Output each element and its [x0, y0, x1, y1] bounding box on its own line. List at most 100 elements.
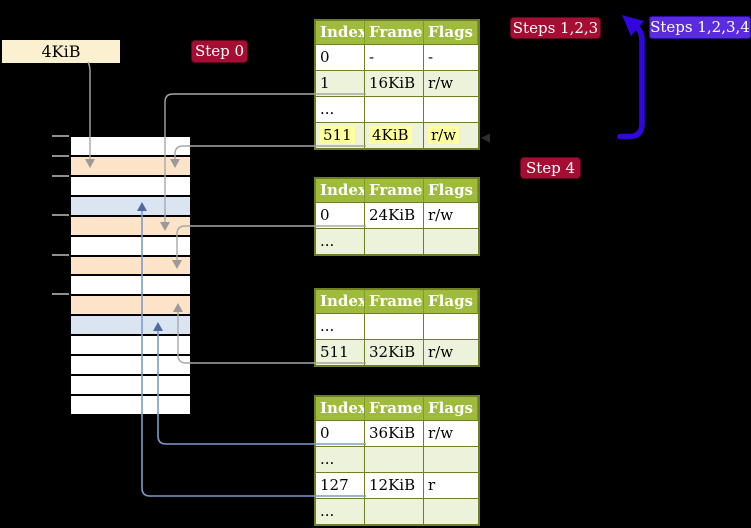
address-tick [52, 214, 69, 216]
cell-index: ... [316, 97, 365, 122]
cell-index: ... [316, 314, 365, 339]
table-row: 0 - - [316, 44, 478, 70]
memory-row [71, 196, 190, 217]
memory-row [71, 336, 190, 357]
cell-frame [365, 314, 424, 339]
table-row: ... [316, 96, 478, 122]
header-frame: Frame [365, 397, 424, 420]
cell-flags: r/w [428, 343, 454, 361]
cell-frame [365, 447, 424, 472]
memory-row [71, 376, 190, 396]
table-row: 127 12KiB r [316, 472, 478, 498]
address-tick [52, 254, 69, 256]
cell-flags: r/w [424, 123, 478, 148]
badge-steps-123: Steps 1,2,3 [510, 17, 601, 39]
table-row: ... [316, 446, 478, 472]
page-table-1: Index Frame Flags 0 - - 1 16KiB r/w ... … [314, 19, 480, 150]
cell-frame [365, 499, 424, 524]
cell-index: 0 [316, 421, 365, 446]
cell-index: ... [316, 447, 365, 472]
cell-frame: - [365, 45, 424, 70]
memory-row [71, 356, 190, 377]
cell-index: 0 [316, 203, 365, 228]
cell-frame: 24KiB [365, 203, 424, 228]
cell-index: 511 [316, 340, 365, 365]
cell-flags: - [428, 48, 434, 66]
page-size-label: 4KiB [2, 40, 120, 63]
cell-flags: r/w [428, 206, 454, 224]
table-row: 0 36KiB r/w [316, 420, 478, 446]
memory-row [71, 137, 190, 157]
highlighted-value: 511 [320, 126, 355, 144]
badge-step-0: Step 0 [191, 40, 248, 63]
cell-index: 511 [316, 123, 365, 148]
memory-row [71, 176, 190, 197]
memory-row [71, 156, 190, 177]
table-row: 1 16KiB r/w [316, 70, 478, 96]
cell-index: ... [316, 229, 365, 254]
header-frame: Frame [365, 21, 424, 44]
memory-row [71, 296, 190, 317]
header-frame: Frame [365, 179, 424, 202]
page-table-4: Index Frame Flags 0 36KiB r/w ... 127 12… [314, 395, 480, 526]
page-table-2: Index Frame Flags 0 24KiB r/w ... [314, 177, 480, 256]
cell-flags: r/w [428, 424, 454, 442]
cell-flags: r/w [428, 74, 454, 92]
cell-index: 1 [316, 71, 365, 96]
cell-flags [424, 229, 478, 254]
steps-loop-arrowhead [622, 15, 644, 36]
cell-index: 127 [316, 473, 365, 498]
cell-frame: 12KiB [365, 473, 424, 498]
page-table-3: Index Frame Flags ... 511 32KiB r/w [314, 288, 480, 367]
table-row: 511 32KiB r/w [316, 339, 478, 365]
table-row: ... [316, 228, 478, 254]
cell-flags [424, 499, 478, 524]
cell-flags [424, 97, 478, 122]
cell-frame: 4KiB [365, 123, 424, 148]
memory-row [71, 236, 190, 257]
memory-row [71, 256, 190, 277]
cell-index: 0 [316, 45, 365, 70]
memory-row [71, 395, 190, 414]
address-tick [52, 293, 69, 295]
hidden-arrowhead [481, 133, 490, 143]
cell-frame: 36KiB [365, 421, 424, 446]
address-tick [52, 135, 69, 137]
table-header-row: Index Frame Flags [316, 21, 478, 44]
cell-flags: r [428, 476, 436, 494]
badge-steps-1234: Steps 1,2,3,4 [649, 16, 751, 39]
table-row: ... [316, 313, 478, 339]
cell-index: ... [316, 499, 365, 524]
table-header-row: Index Frame Flags [316, 179, 478, 202]
highlighted-value: r/w [428, 126, 460, 144]
cell-flags [424, 447, 478, 472]
steps-loop-arrow [617, 23, 645, 140]
table-row: ... [316, 498, 478, 524]
header-frame: Frame [365, 290, 424, 313]
table-row: 0 24KiB r/w [316, 202, 478, 228]
header-flags: Flags [424, 179, 478, 202]
address-tick [52, 155, 69, 157]
address-tick [52, 175, 69, 177]
highlighted-value: 4KiB [369, 126, 412, 144]
header-index: Index [316, 179, 365, 202]
header-index: Index [316, 290, 365, 313]
cell-frame: 16KiB [365, 71, 424, 96]
cell-flags [424, 314, 478, 339]
table-row-highlighted: 511 4KiB r/w [316, 122, 478, 148]
cell-frame [365, 229, 424, 254]
memory-row [71, 276, 190, 297]
header-index: Index [316, 21, 365, 44]
cell-frame [365, 97, 424, 122]
badge-step-4: Step 4 [520, 157, 581, 179]
cell-frame: 32KiB [365, 340, 424, 365]
header-flags: Flags [424, 397, 478, 420]
header-flags: Flags [424, 21, 478, 44]
header-index: Index [316, 397, 365, 420]
memory-row [71, 316, 190, 337]
header-flags: Flags [424, 290, 478, 313]
table-header-row: Index Frame Flags [316, 397, 478, 420]
table-header-row: Index Frame Flags [316, 290, 478, 313]
physical-memory-column [70, 136, 191, 415]
